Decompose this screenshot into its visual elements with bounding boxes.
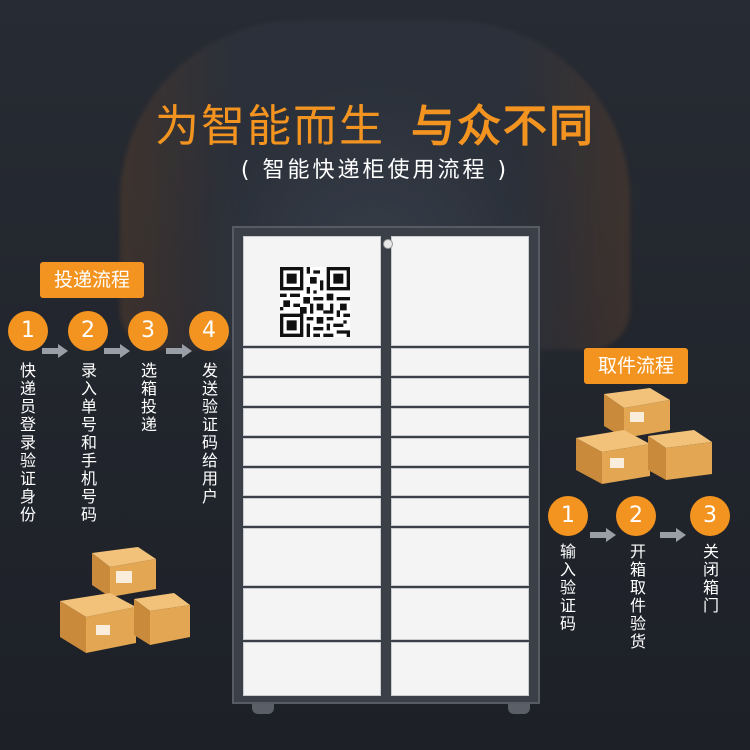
locker-door-medium[interactable] (243, 588, 381, 640)
arrow-right-icon (42, 344, 68, 358)
delivery-tag: 投递流程 (40, 262, 145, 298)
package-boxes-icon (576, 388, 712, 484)
delivery-step-3-number: 3 (128, 311, 168, 351)
locker-door-small[interactable] (391, 378, 529, 406)
headline-part1: 为智能而生 (155, 101, 385, 152)
pickup-step-2-number: 2 (616, 496, 656, 536)
delivery-step-1-number: 1 (8, 311, 48, 351)
locker-door-small[interactable] (243, 408, 381, 436)
locker-door-small[interactable] (391, 408, 529, 436)
pickup-step-1-text: 输入验证码 (559, 542, 576, 633)
arrow-right-icon (660, 528, 686, 542)
locker-door-small[interactable] (391, 498, 529, 526)
pickup-step-3-text: 关闭箱门 (702, 542, 719, 615)
locker-door-small[interactable] (391, 438, 529, 466)
arrow-right-icon (104, 344, 130, 358)
locker-door-large[interactable] (243, 642, 381, 696)
locker-cabinet (232, 226, 540, 704)
locker-door-small[interactable] (243, 438, 381, 466)
locker-door-small[interactable] (243, 348, 381, 376)
locker-door-small[interactable] (243, 468, 381, 496)
cabinet-foot (508, 704, 530, 714)
locker-door-small[interactable] (243, 498, 381, 526)
delivery-step-4-number: 4 (189, 311, 229, 351)
pickup-step-2-text: 开箱取件验货 (629, 542, 646, 651)
arrow-right-icon (166, 344, 192, 358)
delivery-step-4-text: 发送验证码给用户 (201, 361, 218, 506)
pickup-step-1-number: 1 (548, 496, 588, 536)
pickup-step-3-number: 3 (690, 496, 730, 536)
locker-door-panel[interactable] (243, 236, 381, 346)
headline-part2: 与众不同 (411, 101, 595, 152)
package-boxes-icon (60, 547, 190, 653)
locker-door-large[interactable] (391, 236, 529, 346)
delivery-step-2-number: 2 (68, 311, 108, 351)
arrow-right-icon (590, 528, 616, 542)
headline: 为智能而生与众不同 (0, 90, 750, 154)
locker-door-medium[interactable] (243, 528, 381, 586)
subtitle: ( 智能快递柜使用流程 ) (240, 158, 510, 183)
delivery-step-3-text: 选箱投递 (140, 361, 157, 434)
pickup-tag: 取件流程 (584, 348, 689, 384)
locker-door-small[interactable] (391, 348, 529, 376)
locker-door-small[interactable] (243, 378, 381, 406)
cabinet-foot (252, 704, 274, 714)
locker-door-large[interactable] (391, 642, 529, 696)
qr-code-icon (280, 267, 350, 337)
locker-door-small[interactable] (391, 468, 529, 496)
delivery-step-1-text: 快递员登录验证身份 (19, 361, 36, 524)
lock-icon (383, 239, 393, 249)
locker-door-medium[interactable] (391, 588, 529, 640)
delivery-step-2-text: 录入单号和手机号码 (80, 361, 97, 524)
locker-door-medium[interactable] (391, 528, 529, 586)
